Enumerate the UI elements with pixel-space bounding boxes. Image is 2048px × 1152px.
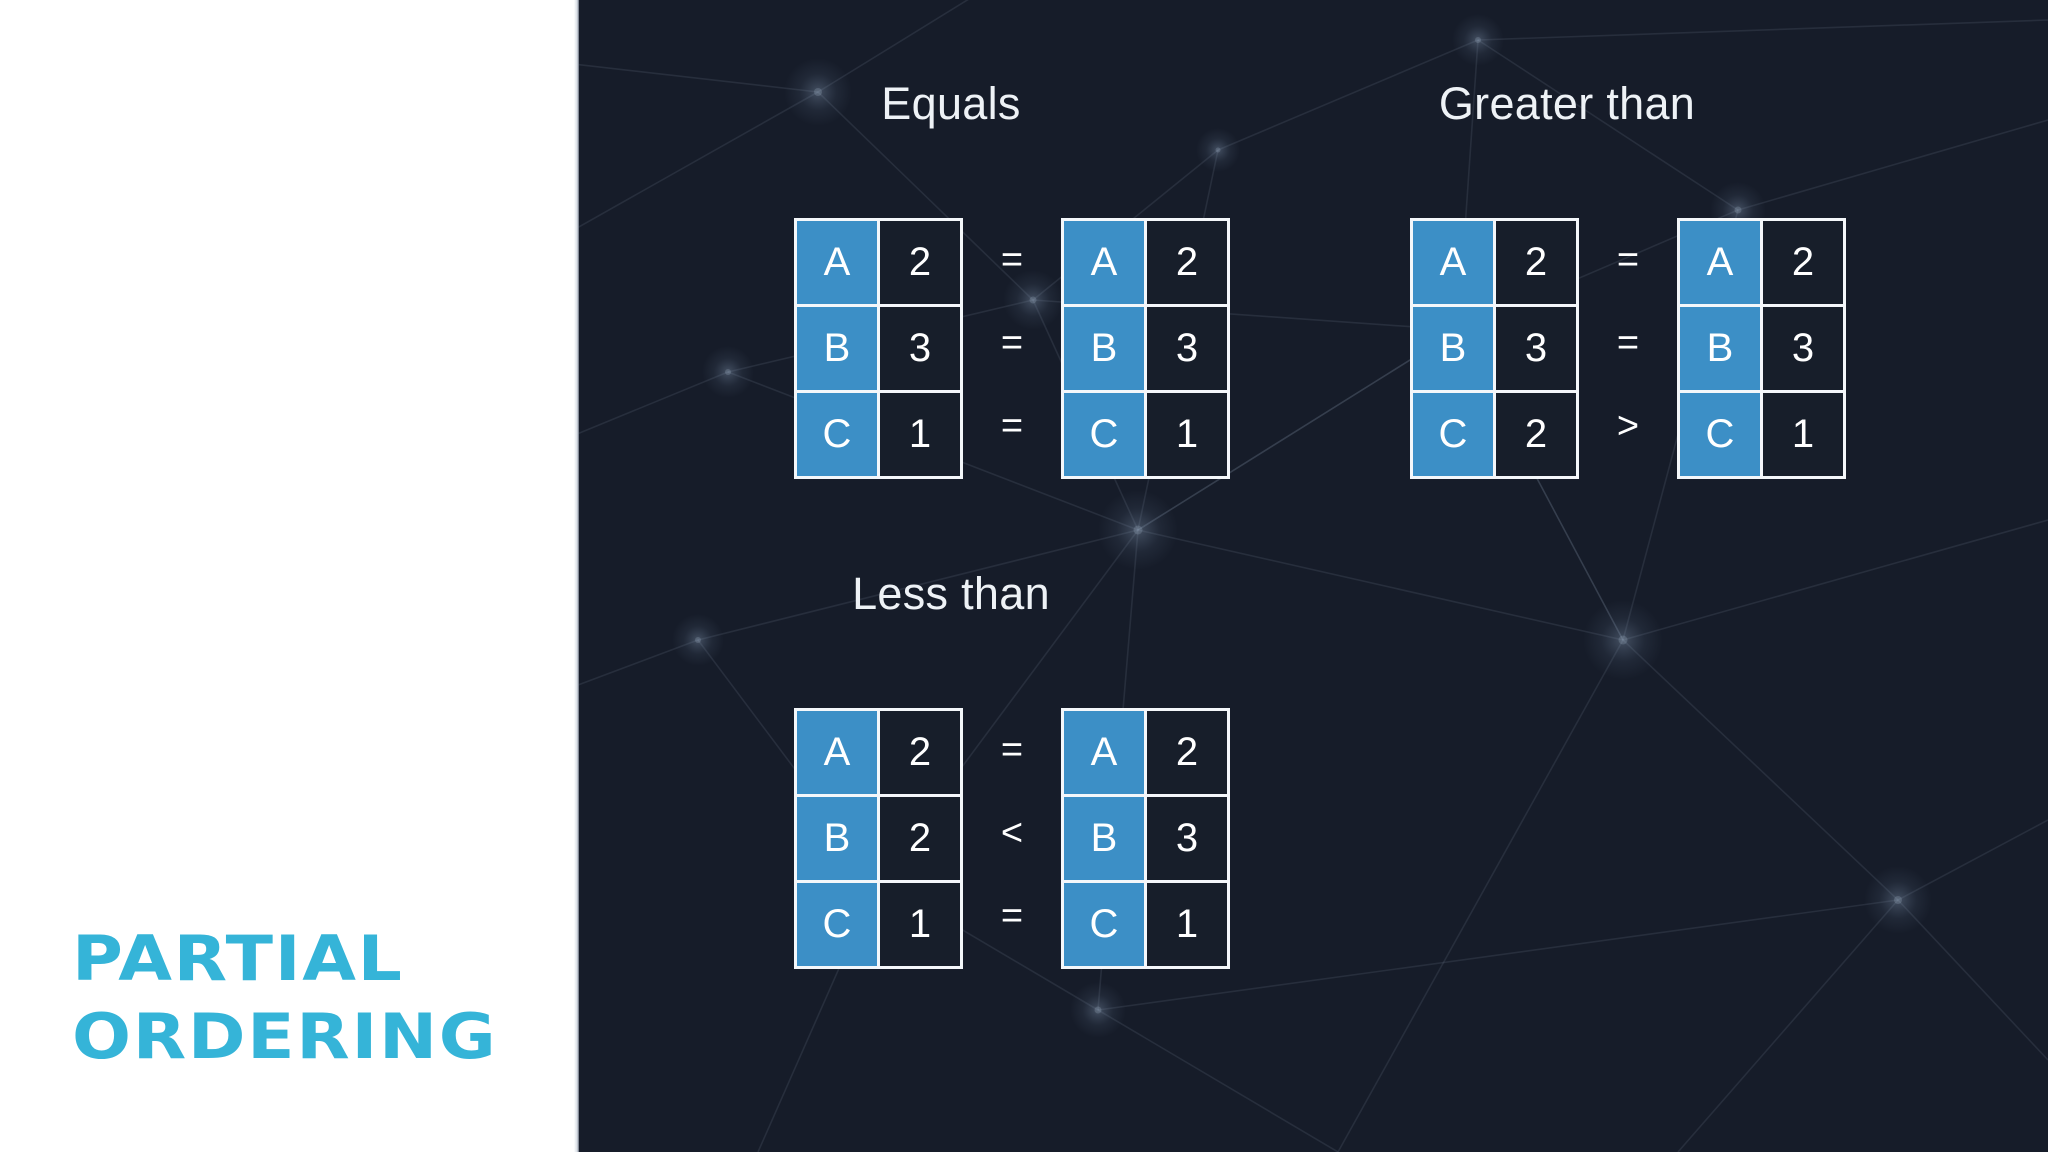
dark-canvas: Equals A 2 B 3 C 1 xyxy=(578,0,2048,1152)
operator-symbol: = xyxy=(1000,238,1024,281)
table-less-left: A 2 B 2 C 1 xyxy=(794,708,963,969)
cell-key: B xyxy=(794,794,880,883)
cell-key: C xyxy=(1061,390,1147,479)
cell-key: B xyxy=(794,304,880,393)
table-row: A 2 xyxy=(794,218,963,307)
cell-value: 2 xyxy=(1493,218,1579,307)
cell-value: 1 xyxy=(1144,880,1230,969)
cell-key: B xyxy=(1677,304,1763,393)
cell-key: C xyxy=(1410,390,1496,479)
table-row: A 2 xyxy=(1061,218,1230,307)
comparison-group-less-than: Less than A 2 B 2 C 1 xyxy=(698,568,1230,969)
cell-value: 1 xyxy=(877,880,963,969)
page-title-line-1: PARTIAL xyxy=(72,922,404,995)
cell-key: C xyxy=(794,880,880,969)
table-greater-right: A 2 B 3 C 1 xyxy=(1677,218,1846,479)
operator-column-less-than: = < = xyxy=(963,708,1061,957)
cell-key: C xyxy=(1677,390,1763,479)
cell-value: 1 xyxy=(1144,390,1230,479)
page-title-line-2: ORDERING xyxy=(72,1000,498,1073)
table-greater-left: A 2 B 3 C 2 xyxy=(1410,218,1579,479)
table-row: A 2 xyxy=(1410,218,1579,307)
cell-key: B xyxy=(1061,794,1147,883)
cell-value: 3 xyxy=(877,304,963,393)
group-body-greater-than: A 2 B 3 C 2 = = xyxy=(1410,218,1846,479)
cell-key: A xyxy=(1677,218,1763,307)
operator-symbol: < xyxy=(1000,811,1024,854)
page-title: PARTIAL ORDERING xyxy=(72,920,542,1076)
operator-column-greater-than: = = > xyxy=(1579,218,1677,467)
group-title-greater-than: Greater than xyxy=(1438,78,1696,129)
operator-column-equals: = = = xyxy=(963,218,1061,467)
cell-value: 1 xyxy=(1760,390,1846,479)
table-row: C 1 xyxy=(794,880,963,969)
cell-key: B xyxy=(1410,304,1496,393)
group-title-less-than: Less than xyxy=(852,568,1050,619)
cell-value: 2 xyxy=(1760,218,1846,307)
table-row: B 2 xyxy=(794,794,963,883)
table-row: C 1 xyxy=(794,390,963,479)
table-equals-left: A 2 B 3 C 1 xyxy=(794,218,963,479)
operator-symbol: = xyxy=(1616,238,1640,281)
panel-edge-divider xyxy=(574,0,579,1152)
group-title-equals: Equals xyxy=(881,78,1021,129)
operator-symbol: = xyxy=(1000,894,1024,937)
cell-key: A xyxy=(794,218,880,307)
left-white-panel xyxy=(0,0,578,1152)
comparison-group-greater-than: Greater than A 2 B 3 C 2 xyxy=(1314,78,1846,479)
cell-key: A xyxy=(1410,218,1496,307)
table-row: B 3 xyxy=(794,304,963,393)
table-row: C 1 xyxy=(1061,390,1230,479)
operator-symbol: = xyxy=(1616,321,1640,364)
comparison-group-equals: Equals A 2 B 3 C 1 xyxy=(698,78,1230,479)
table-row: B 3 xyxy=(1061,304,1230,393)
table-row: C 1 xyxy=(1061,880,1230,969)
cell-value: 3 xyxy=(1144,794,1230,883)
group-body-less-than: A 2 B 2 C 1 = < xyxy=(794,708,1230,969)
group-body-equals: A 2 B 3 C 1 = = xyxy=(794,218,1230,479)
cell-key: C xyxy=(794,390,880,479)
table-row: A 2 xyxy=(794,708,963,797)
cell-value: 3 xyxy=(1760,304,1846,393)
table-row: B 3 xyxy=(1677,304,1846,393)
table-row: C 2 xyxy=(1410,390,1579,479)
table-row: B 3 xyxy=(1061,794,1230,883)
operator-symbol: = xyxy=(1000,728,1024,771)
table-row: A 2 xyxy=(1061,708,1230,797)
cell-key: A xyxy=(1061,218,1147,307)
cell-key: B xyxy=(1061,304,1147,393)
table-less-right: A 2 B 3 C 1 xyxy=(1061,708,1230,969)
cell-value: 2 xyxy=(1144,218,1230,307)
table-row: A 2 xyxy=(1677,218,1846,307)
cell-value: 2 xyxy=(877,218,963,307)
diagram-content: Equals A 2 B 3 C 1 xyxy=(578,0,2048,1152)
table-equals-right: A 2 B 3 C 1 xyxy=(1061,218,1230,479)
cell-value: 3 xyxy=(1144,304,1230,393)
cell-value: 2 xyxy=(1144,708,1230,797)
operator-symbol: = xyxy=(1000,321,1024,364)
table-row: B 3 xyxy=(1410,304,1579,393)
cell-value: 3 xyxy=(1493,304,1579,393)
cell-value: 2 xyxy=(877,708,963,797)
operator-symbol: = xyxy=(1000,404,1024,447)
cell-value: 2 xyxy=(1493,390,1579,479)
cell-value: 1 xyxy=(877,390,963,479)
cell-key: A xyxy=(1061,708,1147,797)
table-row: C 1 xyxy=(1677,390,1846,479)
cell-key: C xyxy=(1061,880,1147,969)
cell-value: 2 xyxy=(877,794,963,883)
cell-key: A xyxy=(794,708,880,797)
operator-symbol: > xyxy=(1616,404,1640,447)
